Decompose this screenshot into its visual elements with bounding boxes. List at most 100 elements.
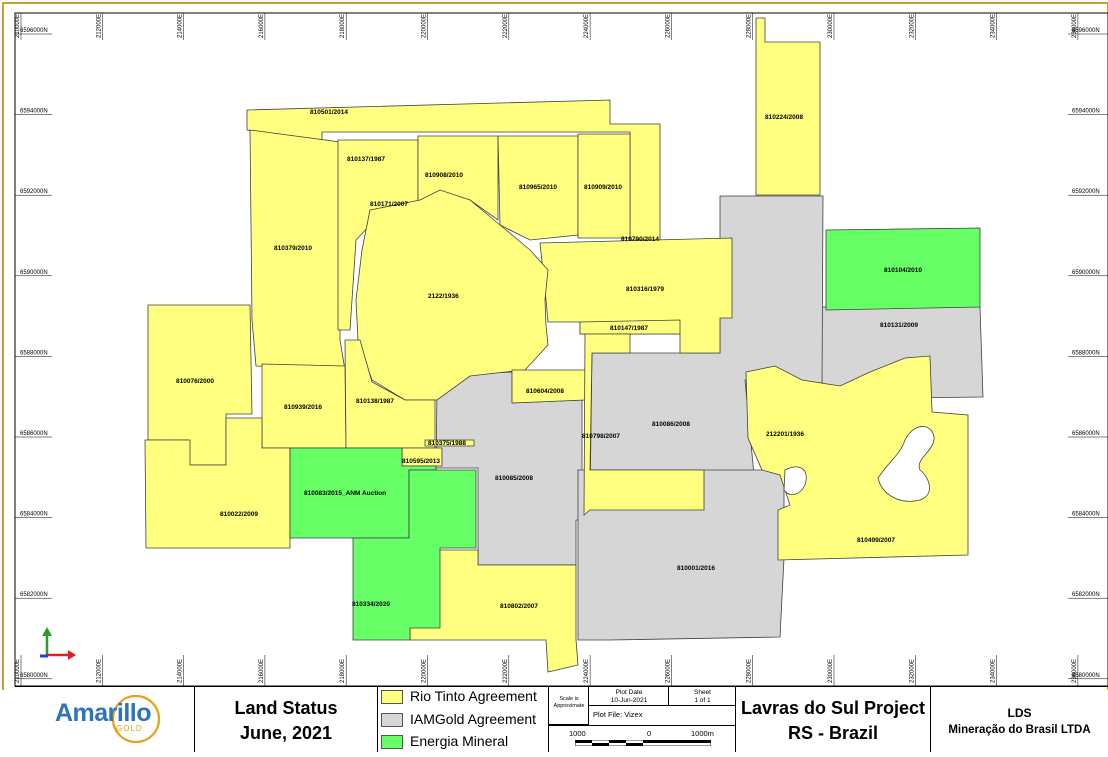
tenement-label: 810022/2009 xyxy=(220,511,258,518)
easting-label: 224000E xyxy=(584,14,590,38)
tenement-label: 810802/2007 xyxy=(500,603,538,610)
scale-right: 1000m xyxy=(691,729,714,738)
title-cell: Land Status June, 2021 xyxy=(195,687,378,752)
tenement-label: 810171/2007 xyxy=(370,201,408,208)
tenement-label: 810909/2010 xyxy=(584,184,622,191)
project-location: RS - Brazil xyxy=(787,723,879,743)
tenement-label: 810939/2016 xyxy=(284,404,322,411)
tenement-label: 212201/1936 xyxy=(766,431,804,438)
easting-label: 218000E xyxy=(340,14,346,38)
tenement-label: 810076/2000 xyxy=(176,378,214,385)
easting-label: 222000E xyxy=(503,659,509,683)
tenement-label: 810379/2010 xyxy=(274,245,312,252)
company-name: Mineração do Brasil LTDA xyxy=(948,724,1091,736)
logo-word: Amarillo xyxy=(55,699,152,727)
northing-label: 6594000N xyxy=(1072,109,1100,115)
tenement-810022-2009[interactable] xyxy=(144,417,291,549)
scale-mid: 0 xyxy=(647,729,652,738)
tenement-label: 2122/1936 xyxy=(428,293,459,300)
tenement-810334-2020[interactable] xyxy=(352,469,477,641)
tenement-810965-2010[interactable] xyxy=(497,135,579,241)
logo-sub: GOLD xyxy=(116,724,143,733)
easting-label: 232000E xyxy=(909,14,915,38)
tenement-label: 810965/2010 xyxy=(519,184,557,191)
project-cell: Lavras do Sul Project RS - Brazil xyxy=(736,687,931,752)
sheet-value: 1 of 1 xyxy=(694,697,711,704)
northing-label: 6584000N xyxy=(20,512,48,518)
northing-label: 6586000N xyxy=(1072,431,1100,437)
tenement-label: 810499/2007 xyxy=(857,537,895,544)
easting-label: 234000E xyxy=(991,659,997,683)
title-block: Amarillo GOLD Land Status June, 2021 Rio… xyxy=(15,686,1108,752)
easting-label: 216000E xyxy=(259,14,265,38)
tenement-label: 810334/2020 xyxy=(352,601,390,608)
northing-label: 6592000N xyxy=(1072,189,1100,195)
northing-label: 6586000N xyxy=(20,431,48,437)
left-northing-labels: 6596000N6594000N6592000N6590000N6588000N… xyxy=(15,28,52,680)
tenement-810798-2007[interactable] xyxy=(583,333,705,516)
inlier-hole xyxy=(877,426,935,502)
tenement-810604-2008[interactable] xyxy=(511,369,586,404)
tenement-label: 810086/2008 xyxy=(652,421,690,428)
easting-label: 210000E xyxy=(15,659,21,683)
tenement-810104-2010[interactable] xyxy=(825,227,981,311)
easting-label: 234000E xyxy=(991,14,997,38)
easting-label: 236000E xyxy=(1072,659,1078,683)
land-status-map: 810501/2014 810224/2008 810137/1987 8109… xyxy=(2,2,1108,690)
northing-label: 6590000N xyxy=(20,270,48,276)
map-date: June, 2021 xyxy=(239,723,333,743)
axes-arrow-icon xyxy=(40,627,76,660)
tenement-label: 810790/2014 xyxy=(621,236,659,243)
easting-label: 214000E xyxy=(178,659,184,683)
tenement-label: 810147/1987 xyxy=(610,325,648,332)
northing-label: 6594000N xyxy=(20,109,48,115)
tenement-label: 810224/2008 xyxy=(765,114,803,121)
inlier-hole xyxy=(783,466,807,495)
easting-label: 230000E xyxy=(828,14,834,38)
map-title: Land Status xyxy=(234,698,338,718)
easting-label: 212000E xyxy=(96,659,102,683)
tenement-label: 810501/2014 xyxy=(310,109,348,116)
northing-label: 6596000N xyxy=(20,28,48,34)
tenement-label: 810316/1979 xyxy=(626,286,664,293)
tenement-label: 810375/1988 xyxy=(428,440,466,447)
legend-label: Rio Tinto Agreement xyxy=(410,688,537,704)
tenement-212201-1936[interactable] xyxy=(745,355,969,561)
northing-label: 6580000N xyxy=(20,673,48,679)
tenement-label: 810085/2008 xyxy=(495,475,533,482)
tenement-label: 810595/2013 xyxy=(402,458,440,465)
plot-date: 10-Jun-2021 xyxy=(610,697,648,704)
northing-label: 6582000N xyxy=(1072,592,1100,598)
northing-label: 6584000N xyxy=(1072,512,1100,518)
northing-label: 6596000N xyxy=(1072,28,1100,34)
tenement-label: 810604/2008 xyxy=(526,388,564,395)
tenement-label: 810104/2010 xyxy=(884,267,922,274)
tenement-810224-2008[interactable] xyxy=(755,17,821,196)
plot-file: Plot File: Vizex xyxy=(593,710,643,719)
tenement-label: 810138/1987 xyxy=(356,398,394,405)
scale-bar xyxy=(575,740,711,746)
easting-label: 236000E xyxy=(1072,14,1078,38)
tenement-label: 810798/2007 xyxy=(582,433,620,440)
scale-label: Scale is Approximate xyxy=(553,696,585,709)
logo-cell: Amarillo GOLD xyxy=(15,687,195,752)
easting-label: 228000E xyxy=(747,14,753,38)
tenement-label: 810083/2015_ANM Auction xyxy=(304,490,386,497)
easting-label: 214000E xyxy=(178,14,184,38)
easting-label: 220000E xyxy=(422,659,428,683)
tenement-810147-1987[interactable] xyxy=(579,319,681,335)
tenement-810375-1988[interactable] xyxy=(424,439,475,447)
plot-date-label: Plot Date xyxy=(615,689,643,696)
easting-label: 230000E xyxy=(828,659,834,683)
tenement-810909-2010[interactable] xyxy=(577,133,631,239)
company-code: LDS xyxy=(1007,706,1032,720)
logo-ring-icon xyxy=(111,694,161,744)
easting-label: 220000E xyxy=(422,14,428,38)
easting-label: 226000E xyxy=(665,659,671,683)
legend-label: IAMGold Agreement xyxy=(410,711,537,727)
project-title: Lavras do Sul Project xyxy=(740,698,926,718)
legend-swatch xyxy=(381,690,403,704)
easting-label: 228000E xyxy=(747,659,753,683)
